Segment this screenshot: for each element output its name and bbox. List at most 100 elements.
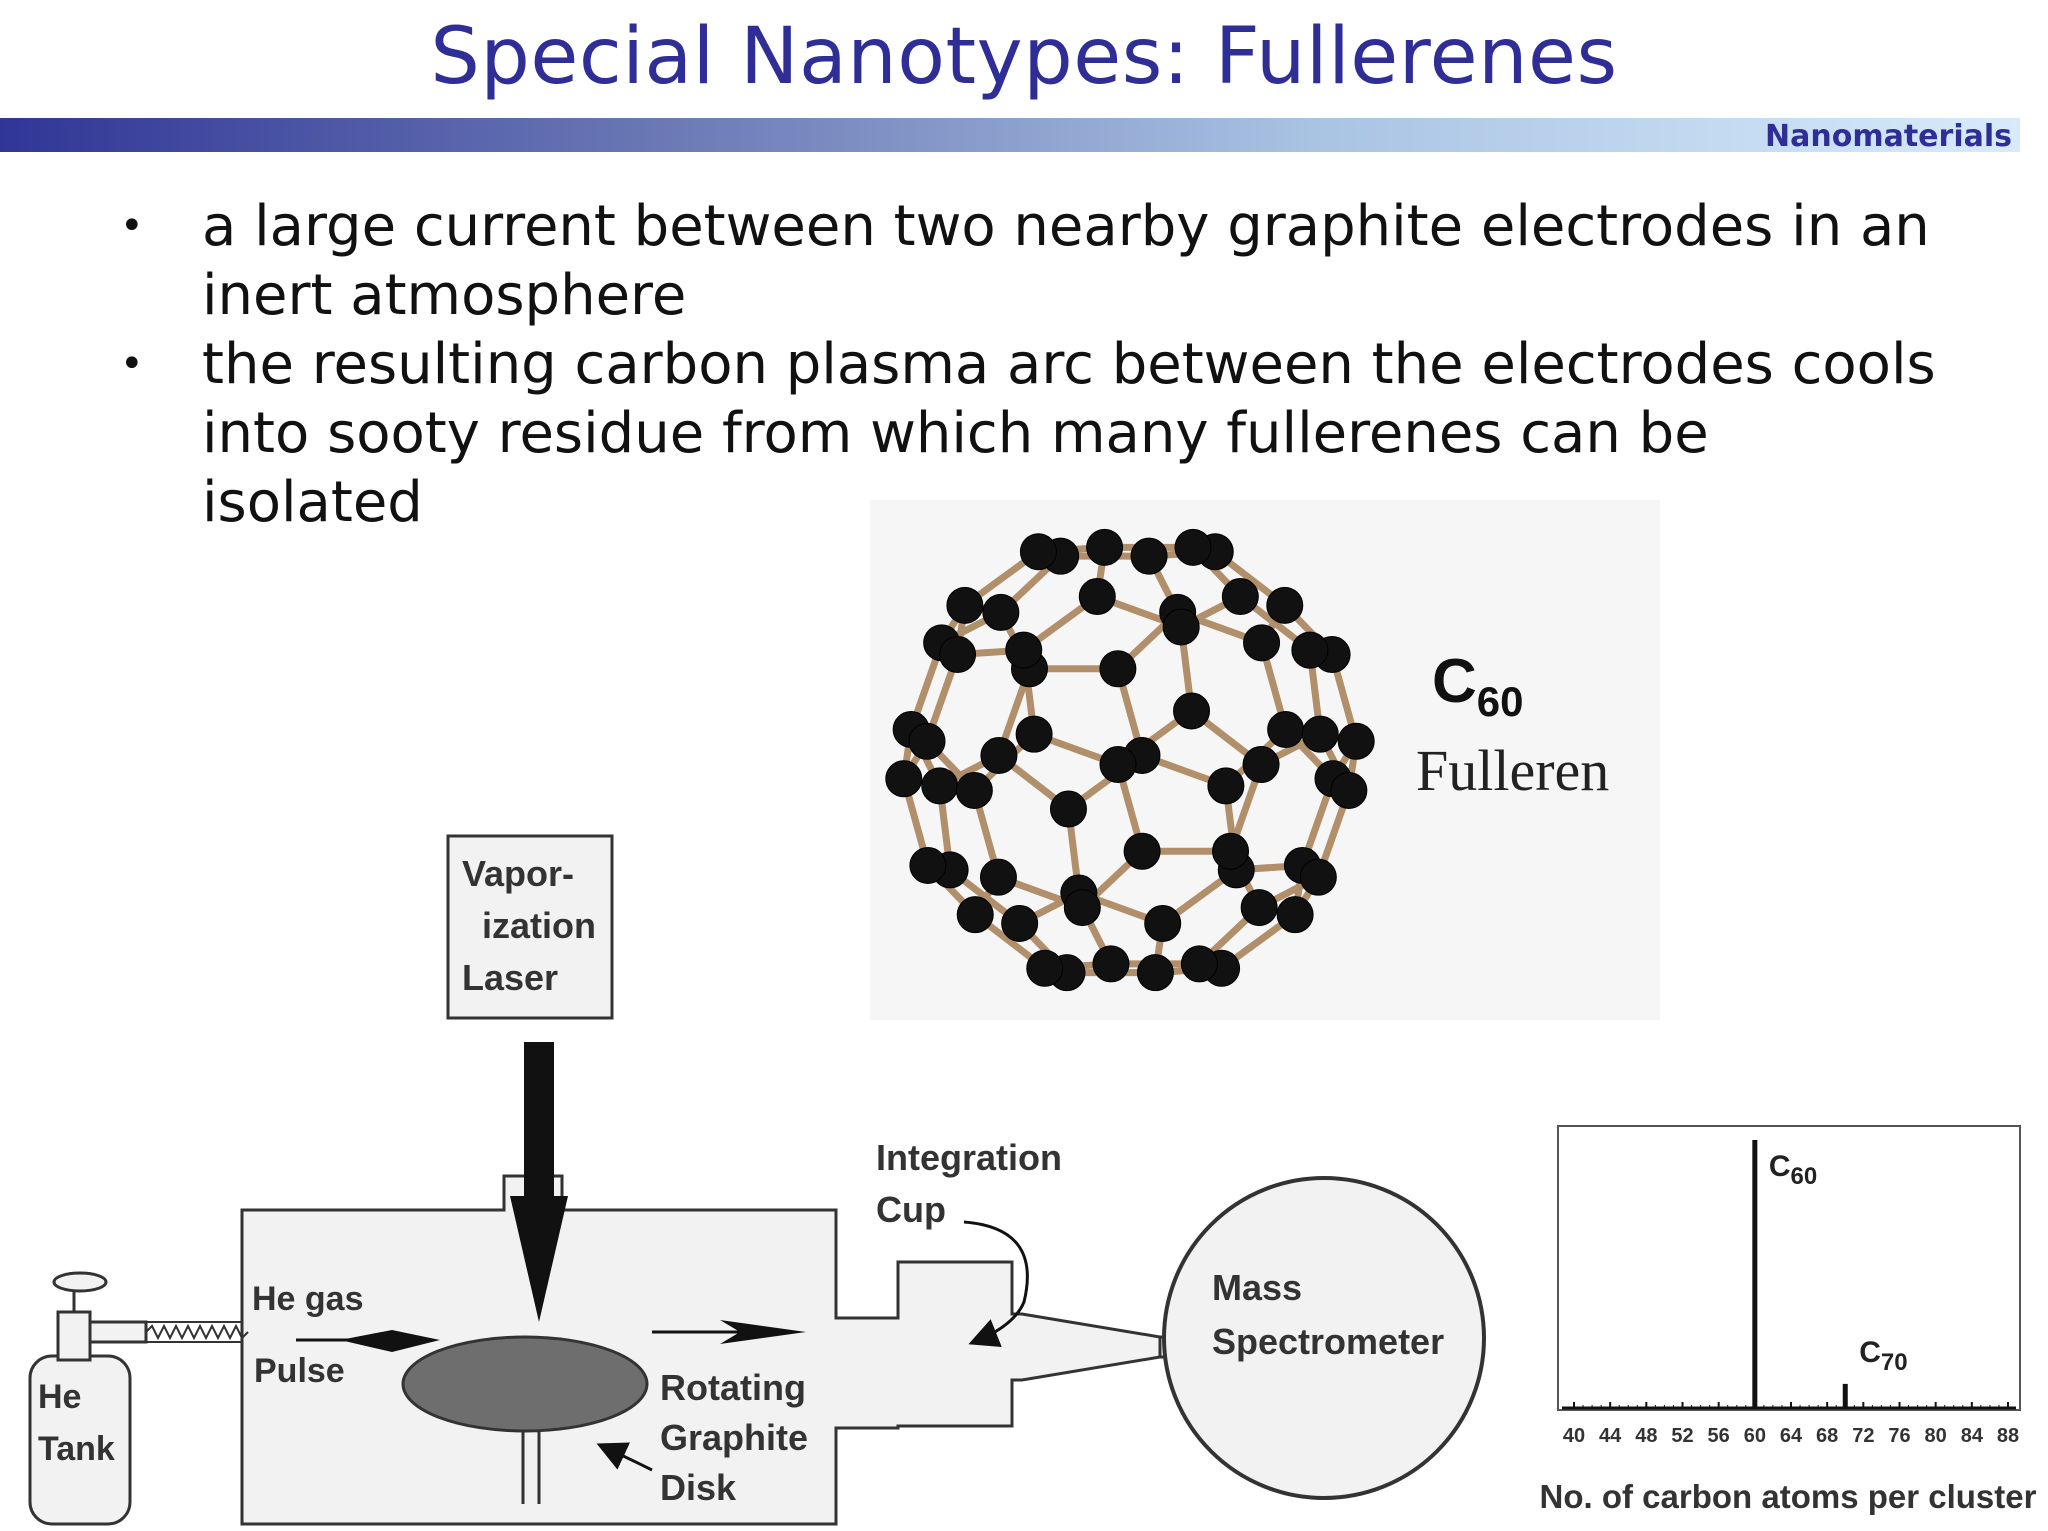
ms-label: Spectrometer bbox=[1212, 1321, 1444, 1362]
molecule-atom bbox=[1123, 832, 1161, 870]
molecule-atom bbox=[939, 636, 977, 674]
chart-tick-label: 44 bbox=[1599, 1425, 1622, 1447]
molecule-atom bbox=[1015, 715, 1053, 753]
chart-x-axis-label: No. of carbon atoms per cluster bbox=[1540, 1478, 2037, 1515]
gas-label: He gas bbox=[252, 1280, 364, 1318]
tank-label: Tank bbox=[38, 1430, 115, 1468]
molecule-atom bbox=[1301, 715, 1339, 753]
chart-tick-label: 88 bbox=[1997, 1425, 2019, 1447]
disk-label: Disk bbox=[660, 1467, 737, 1508]
tank-valve bbox=[56, 1310, 92, 1362]
laser-beam-arrow-icon bbox=[510, 1196, 568, 1322]
bullet-dot-icon: • bbox=[120, 203, 144, 249]
graphite-disk bbox=[401, 1335, 649, 1433]
chart-peak-bar bbox=[1842, 1383, 1848, 1408]
laser-label: Vapor- bbox=[462, 853, 574, 894]
laser-beam bbox=[524, 1042, 554, 1200]
molecule-atom bbox=[1099, 650, 1137, 688]
pulse-label: Pulse bbox=[254, 1352, 345, 1390]
molecule-atom bbox=[1240, 889, 1278, 927]
molecule-atom bbox=[1174, 528, 1212, 566]
molecule-atom bbox=[1242, 746, 1280, 784]
apparatus-diagram: Vapor- ization Laser He gas Pulse Rotati… bbox=[28, 834, 1486, 1526]
chart-tick-label: 60 bbox=[1744, 1425, 1766, 1447]
chart-peak-bar bbox=[1752, 1140, 1758, 1408]
ms-label: Mass bbox=[1212, 1267, 1302, 1308]
slide-title: Special Nanotypes: Fullerenes bbox=[430, 12, 1618, 102]
molecule-atom bbox=[1099, 746, 1137, 784]
molecule-atom bbox=[1026, 949, 1064, 987]
tank-outlet bbox=[88, 1320, 148, 1344]
plume-flow-arrow-icon bbox=[720, 1320, 806, 1344]
cup-pointer-arrow-icon bbox=[963, 1220, 1029, 1348]
molecule-atom bbox=[1173, 692, 1211, 730]
molecule-atom bbox=[1063, 889, 1101, 927]
molecule-atom bbox=[1221, 578, 1259, 616]
disk-label: Graphite bbox=[660, 1417, 808, 1458]
molecule-atom bbox=[982, 593, 1020, 631]
molecule-atom bbox=[1267, 711, 1305, 749]
molecule-atom bbox=[1130, 537, 1168, 575]
chart-bars bbox=[1752, 1140, 1848, 1408]
molecule-atom bbox=[1162, 608, 1200, 646]
cup-label: Integration bbox=[876, 1137, 1062, 1178]
section-tag: Nanomaterials bbox=[1765, 119, 2012, 154]
molecule-atom bbox=[1337, 722, 1375, 760]
tank-valve-knob-icon bbox=[52, 1271, 108, 1293]
molecule-atom bbox=[1180, 945, 1218, 983]
molecule-atom bbox=[946, 586, 984, 624]
molecule-atom bbox=[1207, 767, 1245, 805]
molecule-atom bbox=[1144, 904, 1182, 942]
molecule-atom bbox=[979, 858, 1017, 896]
molecule-atom bbox=[980, 736, 1018, 774]
chart-tick-label: 80 bbox=[1925, 1425, 1947, 1447]
bullet-item: • the resulting carbon plasma arc betwee… bbox=[120, 330, 1940, 537]
molecule-atom bbox=[1092, 945, 1130, 983]
fullerene-molecule: C60 Fulleren bbox=[870, 500, 1660, 1020]
laser-label: Laser bbox=[462, 957, 558, 998]
molecule-atom bbox=[1212, 832, 1250, 870]
molecule-atom bbox=[1019, 533, 1057, 571]
molecule-atom bbox=[955, 771, 993, 809]
disk-pointer-arrow-icon bbox=[596, 1442, 653, 1472]
laser-label: ization bbox=[482, 905, 596, 946]
molecule-atoms bbox=[885, 528, 1375, 992]
molecule-atom bbox=[885, 760, 923, 798]
chart-frame bbox=[1557, 1125, 2021, 1411]
bullet-item: • a large current between two nearby gra… bbox=[120, 192, 1940, 330]
chart-peak-label: C70 bbox=[1859, 1336, 1907, 1376]
chart-tick-label: 48 bbox=[1635, 1425, 1657, 1447]
molecule-atom bbox=[1086, 528, 1124, 566]
molecule-atom bbox=[1243, 624, 1281, 662]
mass-spectrometer bbox=[1162, 1176, 1486, 1500]
molecule-atom bbox=[1001, 904, 1039, 942]
molecule-atom bbox=[1266, 586, 1304, 624]
cup-label: Cup bbox=[876, 1189, 946, 1230]
gas-hose bbox=[145, 1323, 249, 1341]
molecule-atom bbox=[1078, 578, 1116, 616]
molecule-name: Fulleren bbox=[1416, 738, 1609, 803]
molecule-atom bbox=[956, 896, 994, 934]
disk-label: Rotating bbox=[660, 1367, 806, 1408]
molecule-atom bbox=[921, 767, 959, 805]
molecule-atom bbox=[1005, 631, 1043, 669]
chart-tick-label: 52 bbox=[1671, 1425, 1693, 1447]
chart-tick-label: 72 bbox=[1852, 1425, 1874, 1447]
chart-peak-label: C60 bbox=[1769, 1150, 1817, 1190]
molecule-atom bbox=[909, 846, 947, 884]
molecule-atom bbox=[1276, 896, 1314, 934]
laser-box bbox=[446, 834, 614, 1020]
molecule-atom bbox=[1299, 858, 1337, 896]
bullet-text: the resulting carbon plasma arc between … bbox=[202, 332, 1936, 535]
molecule-atom bbox=[1049, 790, 1087, 828]
bullet-list: • a large current between two nearby gra… bbox=[120, 192, 1940, 537]
chart-tick-label: 56 bbox=[1708, 1425, 1730, 1447]
bullet-dot-icon: • bbox=[120, 341, 144, 387]
bullet-text: a large current between two nearby graph… bbox=[202, 194, 1930, 328]
molecule-formula: C60 bbox=[1432, 647, 1524, 725]
chart-tick-label: 40 bbox=[1563, 1425, 1585, 1447]
chart-tick-label: 68 bbox=[1816, 1425, 1838, 1447]
chart-tick-label: 84 bbox=[1961, 1425, 1984, 1447]
